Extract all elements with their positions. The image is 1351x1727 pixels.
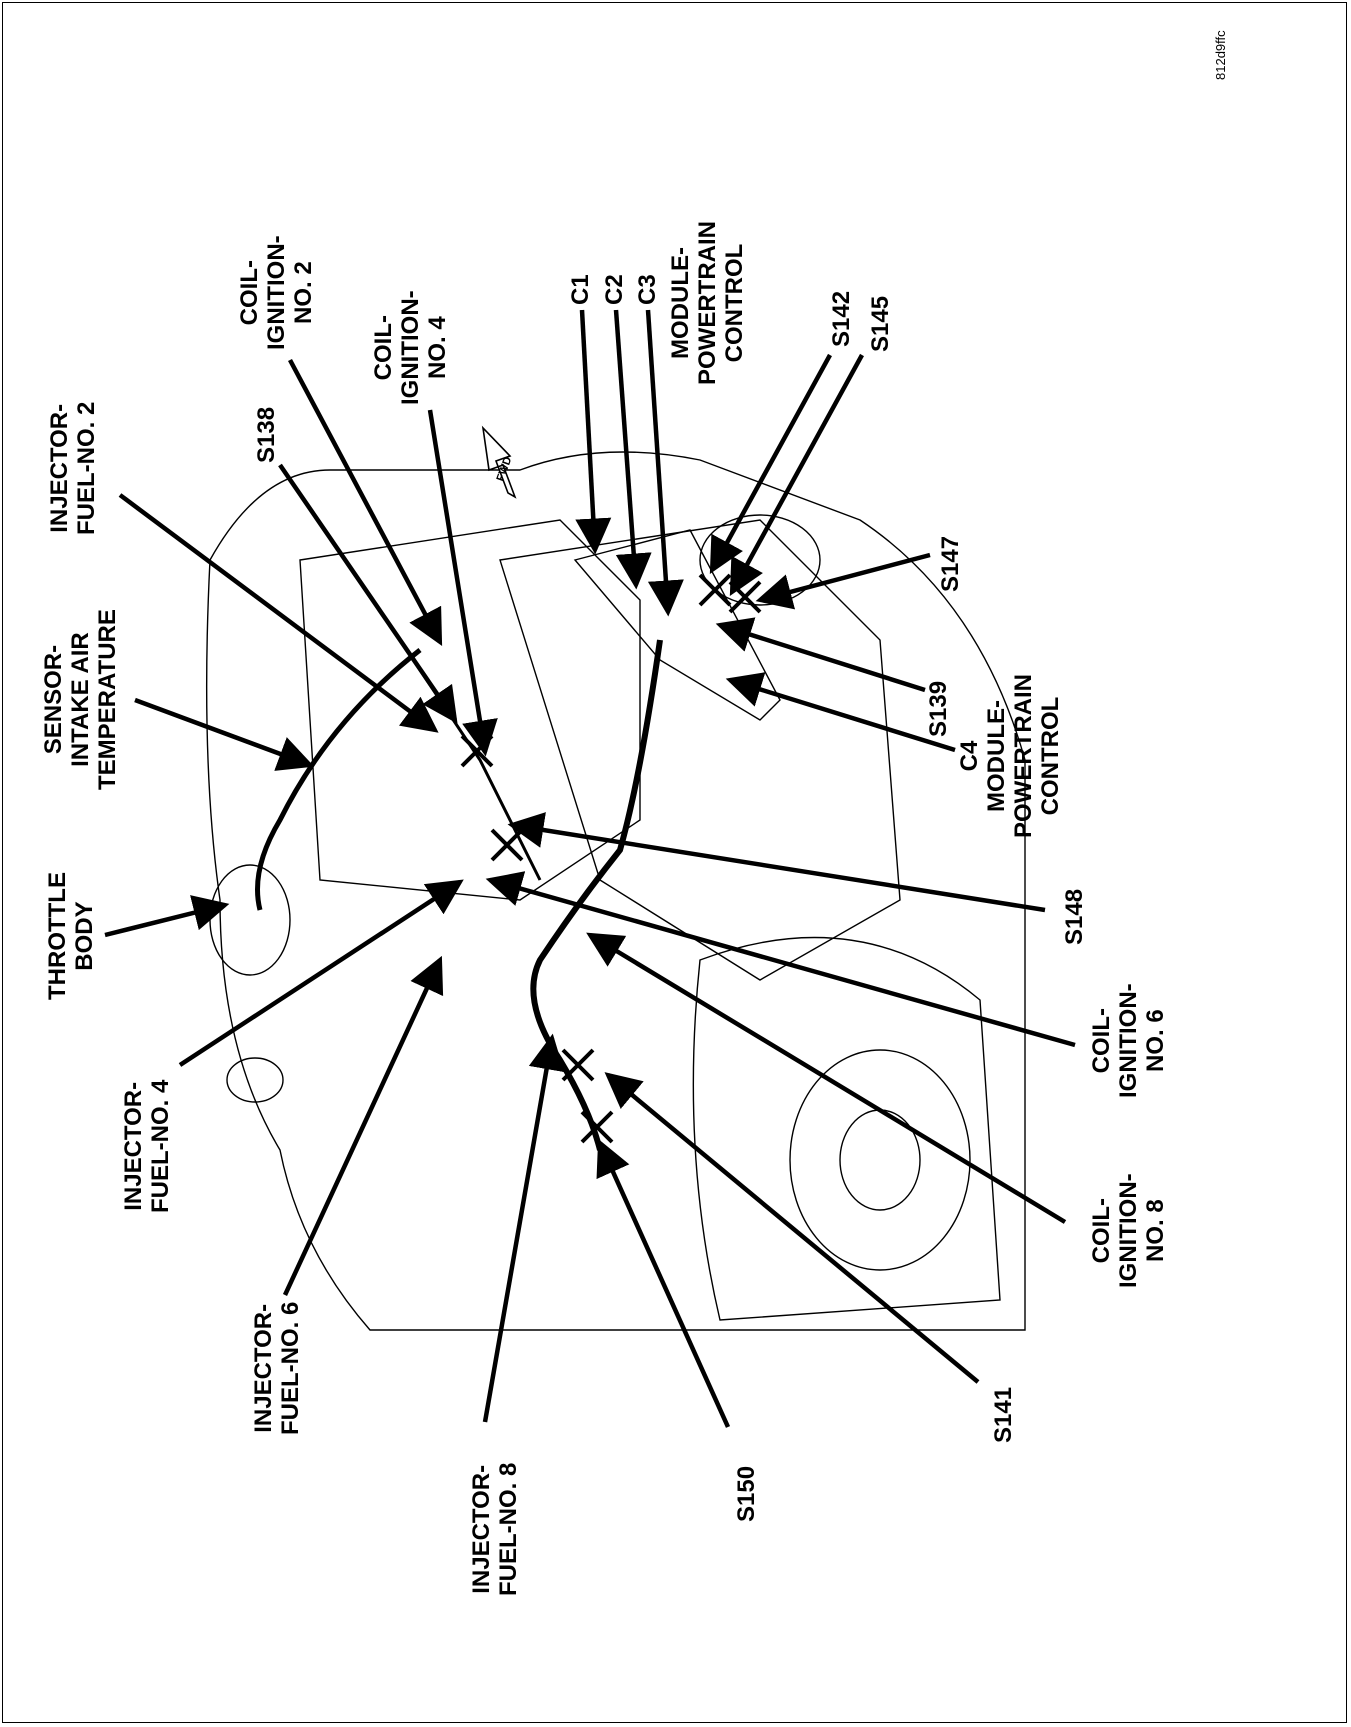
leader-s141 (604, 1072, 980, 1384)
label-throttle-body: THROTTLE BODY (44, 872, 98, 1000)
splice-markers (460, 573, 762, 1144)
label-coil-ignition-no-4: COIL- IGNITION- NO. 4 (370, 290, 451, 405)
engine-outline (205, 451, 1026, 1331)
label-injector-fuel-no-4: INJECTOR- FUEL-NO. 4 (120, 1079, 174, 1213)
label-injector-fuel-no-6: INJECTOR- FUEL-NO. 6 (250, 1301, 304, 1435)
leader-c4 (725, 672, 956, 753)
leader-coil-4 (427, 409, 498, 757)
splice-s145-mark (728, 580, 762, 614)
label-s147: S147 (937, 535, 964, 592)
leader-s147 (755, 552, 931, 610)
label-sensor-intake-air-temperature: SENSOR- INTAKE AIR TEMPERATURE (40, 609, 121, 790)
label-c1: C1 (567, 274, 594, 305)
leader-c1 (575, 309, 612, 555)
leader-coil-2 (288, 358, 443, 646)
image-code: 812d9ffc (1213, 30, 1228, 80)
throttle-body-shape (209, 864, 291, 976)
leader-c3 (645, 309, 684, 617)
pcm-housing (573, 529, 781, 721)
main-harness (530, 639, 663, 1151)
leader-coil-6 (485, 871, 1076, 1048)
leader-s138 (278, 463, 458, 724)
leader-injector-8 (482, 1033, 565, 1423)
splice-s141-mark (561, 1048, 595, 1082)
leader-sensor-iat (134, 697, 315, 771)
label-coil-ignition-no-8: COIL- IGNITION- NO. 8 (1088, 1173, 1169, 1288)
label-s139: S139 (925, 680, 952, 737)
label-c2: C2 (601, 274, 628, 305)
splice-s142-mark (698, 573, 732, 607)
intake-manifold (299, 519, 641, 901)
leader-injector-6 (282, 955, 444, 1296)
label-s138: S138 (253, 406, 280, 463)
label-c3: C3 (634, 274, 661, 305)
splice-s138-mark (460, 734, 494, 768)
label-s142: S142 (828, 290, 855, 347)
label-coil-ignition-no-2: COIL- IGNITION- NO. 2 (236, 235, 317, 350)
left-harness (255, 648, 422, 911)
timing-cover (692, 936, 1001, 1321)
label-injector-fuel-no-2: INJECTOR- FUEL-NO. 2 (46, 401, 100, 535)
splice-s150-mark (580, 1110, 614, 1144)
label-s141: S141 (990, 1386, 1017, 1443)
splice-s148-mark (490, 828, 524, 862)
leader-injector-2 (118, 493, 439, 733)
leader-c2 (613, 309, 652, 590)
label-c4-module-powertrain-control: C4 MODULE- POWERTRAIN CONTROL (956, 674, 1064, 838)
leader-s145 (729, 353, 864, 596)
oil-filler-cap (226, 1057, 284, 1103)
leader-s142 (709, 353, 832, 574)
leader-lines (104, 309, 1076, 1428)
leader-coil-8 (586, 932, 1067, 1224)
label-coil-ignition-no-6: COIL- IGNITION- NO. 6 (1088, 983, 1169, 1098)
leader-s148 (507, 812, 1046, 913)
label-s148: S148 (1061, 888, 1088, 945)
label-injector-fuel-no-8: INJECTOR- FUEL-NO. 8 (468, 1462, 522, 1596)
leader-s150 (596, 1138, 731, 1428)
label-s150: S150 (733, 1465, 760, 1522)
valve-cover (499, 519, 901, 981)
fwd-arrow: FWD (481, 425, 517, 499)
label-module-powertrain-control-top: MODULE- POWERTRAIN CONTROL (667, 221, 748, 385)
label-s145: S145 (867, 295, 894, 352)
leader-throttle-body (104, 895, 230, 938)
leader-s139 (715, 617, 926, 693)
leader-injector-4 (178, 879, 464, 1067)
crank-pulley (789, 1049, 971, 1271)
